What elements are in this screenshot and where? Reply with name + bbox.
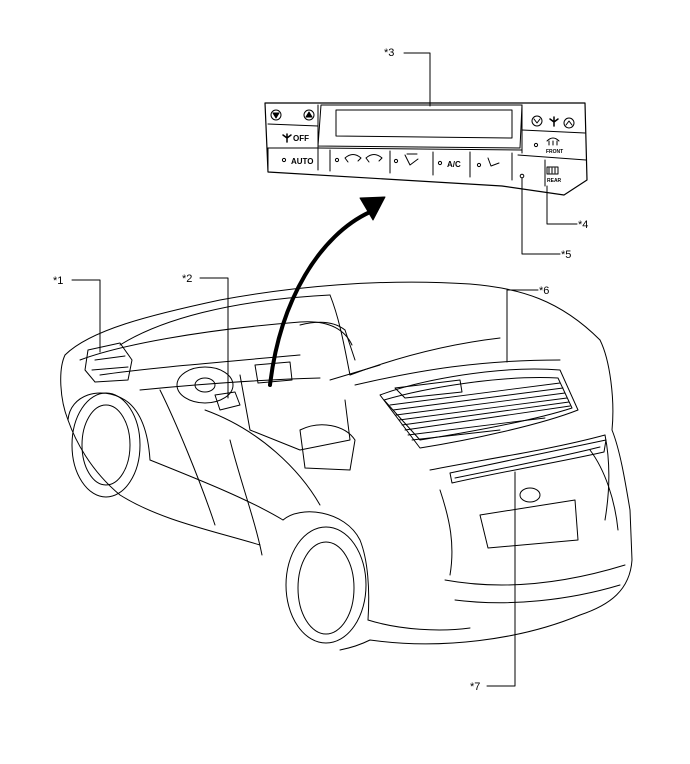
rear-window [379,368,579,449]
front-label: FRONT [546,149,563,155]
callout-7: *7 [470,681,480,693]
console-panel-location [254,361,293,384]
ac-label: A/C [447,160,461,169]
temp-up-button [303,109,315,121]
callout-4: *4 [578,219,588,231]
vehicle-outline [60,281,633,651]
leader-lines-top [403,52,578,255]
recirculation-icon [344,154,362,163]
off-label: OFF [293,134,309,143]
ac-unit-location [84,342,133,383]
rear-label: REAR [547,178,562,184]
fan-down-button [531,115,543,127]
pointer-arrow [268,210,372,387]
leader-lines-car [71,277,539,687]
callout-labels: *3 *4 *5 *1 *2 *6 *7 [53,47,588,693]
front-wheel [71,392,141,498]
callout-6: *6 [539,285,549,297]
steering-wheel [176,366,234,404]
rear-wheel [285,526,367,644]
auto-label: AUTO [291,157,314,166]
fan-icon [549,116,559,127]
indicator-5 [519,173,525,179]
callout-5: *5 [561,249,571,261]
front-defrost-icon [546,137,560,146]
callout-3: *3 [384,47,394,59]
rear-defrost-icon [546,166,559,175]
callout-2: *2 [182,273,192,285]
fan-up-button [563,117,575,129]
panel-labels: OFF AUTO A/C FRONT REAR [291,134,563,184]
air-mode-icon [404,153,419,166]
panel-display [317,104,523,149]
ac-control-panel [264,102,588,196]
emblem [519,487,541,503]
rear-spoiler-lamp [449,439,607,484]
fresh-air-icon [365,154,383,163]
defog-icon [487,157,500,167]
fan-off-icon [282,133,292,143]
rear-defogger-grid [389,379,571,441]
callout-1: *1 [53,275,63,287]
temp-down-button [270,109,282,121]
